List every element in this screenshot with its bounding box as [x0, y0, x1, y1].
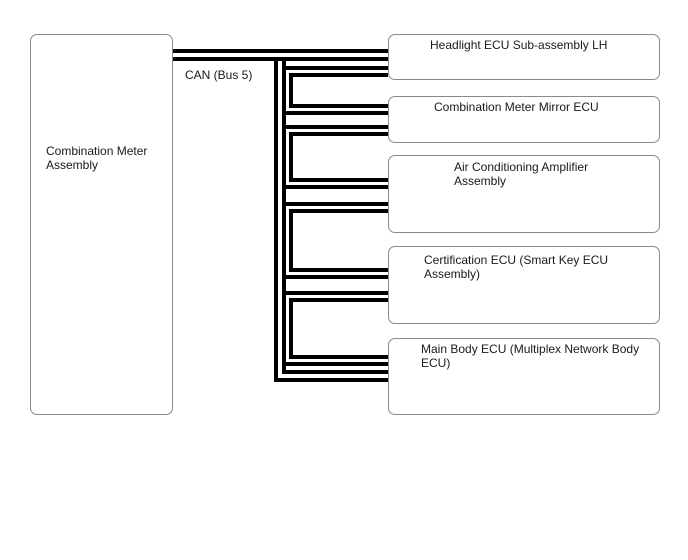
ecu-label-main-body: Main Body ECU (Multiplex Network Body EC… — [421, 342, 640, 370]
ecu-box-air-conditioning: Air Conditioning Amplifier Assembly — [388, 155, 660, 233]
combination-meter-assembly-label: Combination Meter Assembly — [46, 144, 148, 172]
can-branch-3-inner — [289, 209, 388, 272]
ecu-box-main-body: Main Body ECU (Multiplex Network Body EC… — [388, 338, 660, 415]
ecu-box-headlight: Headlight ECU Sub-assembly LH — [388, 34, 660, 80]
ecu-label-meter-mirror: Combination Meter Mirror ECU — [434, 100, 599, 114]
ecu-label-headlight: Headlight ECU Sub-assembly LH — [430, 38, 608, 52]
can-branch-1-outer — [282, 66, 388, 115]
can-branch-1-inner — [289, 73, 388, 108]
can-bus-wire-high — [274, 59, 388, 382]
ecu-label-air-conditioning: Air Conditioning Amplifier Assembly — [454, 160, 589, 188]
can-branch-4-outer — [282, 291, 388, 366]
can-branch-2-outer — [282, 125, 388, 189]
can-bus-label: CAN (Bus 5) — [185, 68, 253, 82]
can-branch-3-outer — [282, 202, 388, 279]
can-branch-4-inner — [289, 298, 388, 359]
ecu-label-certification: Certification ECU (Smart Key ECU Assembl… — [424, 253, 609, 281]
ecu-box-certification: Certification ECU (Smart Key ECU Assembl… — [388, 246, 660, 324]
can-branch-2-inner — [289, 132, 388, 182]
combination-meter-assembly-box: Combination Meter Assembly — [30, 34, 173, 415]
ecu-box-meter-mirror: Combination Meter Mirror ECU — [388, 96, 660, 143]
